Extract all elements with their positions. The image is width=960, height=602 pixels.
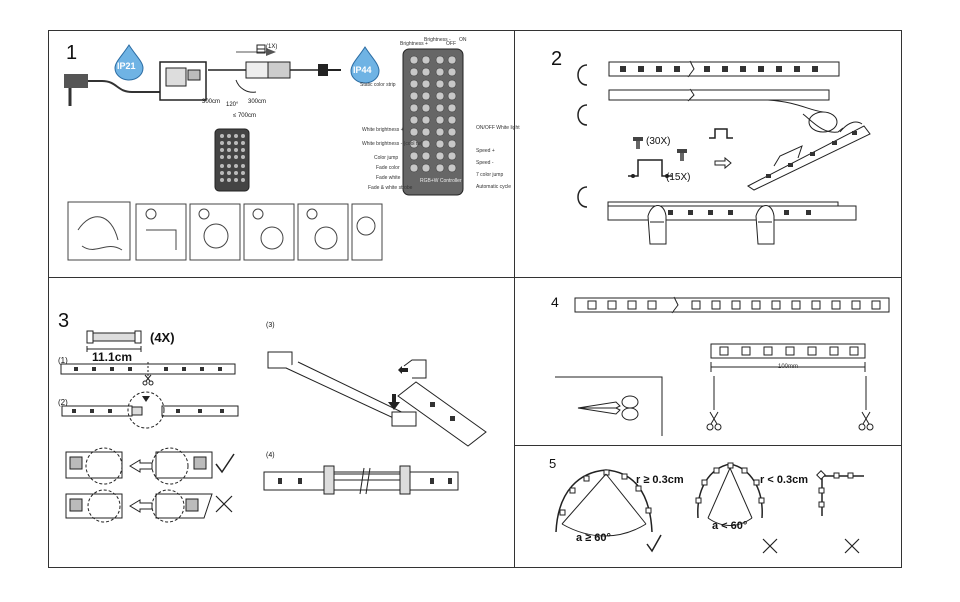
remote-control-small bbox=[214, 128, 250, 192]
angle-ok: a ≥ 60° bbox=[576, 532, 611, 544]
screw-icon bbox=[677, 149, 687, 161]
bend-radius-ok-diagram bbox=[555, 469, 653, 537]
power-plug-icon bbox=[64, 74, 170, 106]
led-strip-segment bbox=[710, 343, 866, 359]
cutting-area-box bbox=[555, 376, 663, 436]
scissors-icon bbox=[858, 411, 874, 431]
correct-cut-detail bbox=[65, 447, 213, 485]
screws-qty: (30X) bbox=[646, 136, 671, 147]
remote-label: Automatic cycle bbox=[476, 184, 512, 190]
remote-label: 7 color jump bbox=[476, 172, 504, 178]
cut-length: 100mm bbox=[778, 364, 799, 370]
remote-brand: RGB+W Controller bbox=[420, 178, 462, 184]
sub-step: (1) bbox=[58, 356, 68, 365]
remote-control-large bbox=[402, 48, 464, 196]
remote-label: Fade color bbox=[376, 165, 400, 171]
scissors-icon bbox=[577, 395, 639, 421]
remote-label: Speed - bbox=[476, 160, 494, 166]
installation-steps-sketch bbox=[67, 201, 383, 261]
wire-connection-diagram bbox=[208, 48, 341, 93]
remote-label: Brightness + bbox=[400, 41, 428, 47]
remote-label: OFF bbox=[446, 41, 456, 47]
cross-mark-icon bbox=[762, 538, 778, 554]
cut-strip bbox=[61, 388, 239, 429]
clips-qty: (15X) bbox=[666, 172, 691, 183]
dimension-line bbox=[710, 362, 866, 372]
sub-step: (2) bbox=[58, 398, 68, 407]
led-strip bbox=[574, 296, 890, 314]
divider-left bbox=[49, 277, 515, 278]
remote-label: ON bbox=[459, 37, 467, 43]
divider-vertical bbox=[514, 31, 515, 567]
check-mark-icon bbox=[646, 534, 662, 553]
controller-qty: (1X) bbox=[266, 44, 278, 50]
remote-label: Speed + bbox=[476, 148, 495, 154]
led-strip bbox=[60, 362, 236, 376]
remote-label: Color jump bbox=[374, 155, 399, 161]
cut-marker-line bbox=[713, 376, 715, 410]
joined-strip-diagram bbox=[263, 465, 459, 495]
incorrect-cut-detail bbox=[65, 489, 213, 523]
radius-ok: r ≥ 0.3cm bbox=[636, 474, 684, 486]
remote-label: White brightness - (cool tw) bbox=[362, 141, 423, 147]
remote-label: Fade & white strobe bbox=[368, 185, 413, 191]
bend-radius-bad-diagram bbox=[695, 462, 765, 526]
step-number: 2 bbox=[551, 48, 563, 70]
remote-label: Brightness - bbox=[424, 37, 451, 43]
angle-bad: a < 60° bbox=[712, 520, 748, 532]
step-marker-c bbox=[577, 104, 588, 126]
step-number: 5 bbox=[549, 456, 557, 471]
sub-step: (3) bbox=[266, 322, 275, 329]
connector-icon bbox=[256, 44, 266, 54]
water-drop-icon bbox=[114, 44, 144, 81]
bar-length: 11.1cm bbox=[92, 350, 133, 364]
scissors-icon bbox=[142, 374, 154, 386]
cross-mark-icon bbox=[844, 538, 860, 554]
step-number: 4 bbox=[551, 294, 559, 310]
water-drop-icon bbox=[350, 46, 380, 84]
remote-label: ON/OFF White light bbox=[476, 125, 520, 131]
controller-box bbox=[159, 61, 207, 101]
step-number: 1 bbox=[66, 42, 78, 64]
length-down: ≤ 700cm bbox=[233, 113, 256, 119]
step-marker-c bbox=[577, 64, 588, 86]
bar-qty: (4X) bbox=[150, 330, 175, 345]
installed-strip bbox=[747, 121, 871, 191]
connector-bar bbox=[86, 330, 142, 344]
cut-marker-line bbox=[865, 376, 867, 410]
mounting-clip-icon bbox=[709, 128, 733, 139]
angle-label: 120° bbox=[226, 102, 239, 108]
dimension-line bbox=[86, 346, 142, 352]
scissors-icon bbox=[706, 411, 722, 431]
led-strip bbox=[608, 60, 840, 78]
surface-mount-diagram bbox=[607, 201, 857, 245]
remote-label: Static color strip bbox=[360, 82, 396, 88]
step-marker-c bbox=[577, 186, 588, 208]
ip21-label: IP21 bbox=[117, 61, 136, 71]
remote-label: White brightness + bbox=[362, 127, 404, 133]
ip44-label: IP44 bbox=[353, 65, 372, 75]
divider-right bbox=[514, 277, 902, 278]
length-left: 300cm bbox=[202, 99, 221, 105]
sub-step: (4) bbox=[266, 452, 275, 459]
divider-right-lower bbox=[514, 445, 902, 446]
instruction-sheet bbox=[48, 30, 902, 568]
cross-mark-icon bbox=[215, 495, 233, 513]
sharp-corner-diagram bbox=[816, 470, 864, 516]
length-right: 300cm bbox=[248, 99, 267, 105]
step-number: 3 bbox=[58, 310, 70, 332]
remote-label: Fade white bbox=[376, 175, 401, 181]
check-mark-icon bbox=[215, 453, 235, 474]
arrow-right-icon bbox=[714, 156, 732, 170]
adhesive-strip bbox=[608, 88, 844, 133]
radius-bad: r < 0.3cm bbox=[760, 474, 809, 486]
connector-install-diagram bbox=[267, 351, 487, 447]
mounting-clip-icon bbox=[628, 159, 672, 178]
screw-icon bbox=[633, 137, 643, 149]
